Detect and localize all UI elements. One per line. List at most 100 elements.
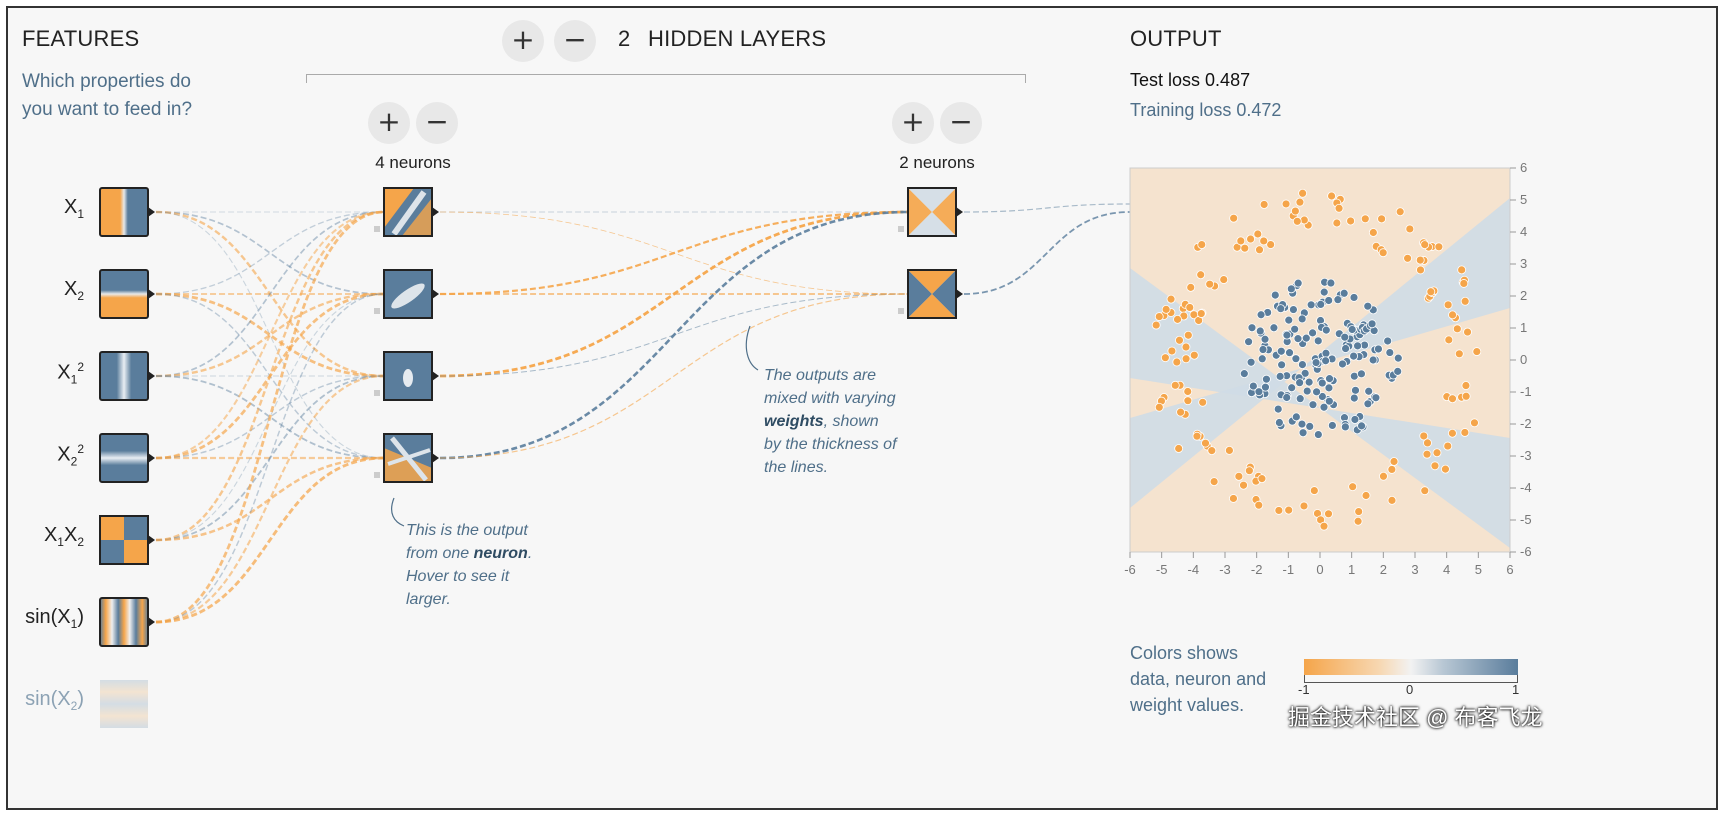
data-point-orange	[1368, 228, 1378, 237]
weight-connection[interactable]	[155, 293, 385, 541]
layer1-neuron-2[interactable]	[374, 269, 439, 319]
data-point-blue	[1363, 301, 1373, 311]
weight-connection[interactable]	[439, 210, 909, 460]
weight-connection[interactable]	[963, 211, 1131, 295]
data-point-orange	[1472, 347, 1482, 356]
x-axis-tick-label: -1	[1283, 562, 1295, 577]
data-point-blue	[1255, 326, 1265, 336]
data-point-orange	[1151, 320, 1161, 330]
y-axis-tick-label: -6	[1520, 544, 1532, 559]
feature-x1-thumbnail[interactable]	[99, 187, 149, 237]
layer2-neuron-2[interactable]	[898, 269, 963, 319]
data-point-blue	[1293, 278, 1303, 288]
weight-connection[interactable]	[155, 211, 385, 295]
x-axis-tick-label: -6	[1124, 562, 1136, 577]
layer1-remove-neuron-button[interactable]: −	[416, 102, 458, 144]
y-axis-tick-label: 3	[1520, 256, 1527, 271]
feature-sin-x2-thumbnail[interactable]	[100, 680, 148, 728]
feature-label-x1x2: X1X2	[43, 524, 84, 549]
weight-connection[interactable]	[155, 210, 385, 542]
data-point-blue	[1324, 396, 1334, 406]
y-axis-tick-label: -2	[1520, 416, 1532, 431]
weight-connection[interactable]	[155, 211, 385, 295]
data-point-blue	[1357, 369, 1366, 379]
layer1-neuron-4[interactable]	[374, 433, 439, 483]
data-point-blue	[1347, 325, 1357, 334]
data-point-orange	[1460, 296, 1470, 306]
weight-connection[interactable]	[155, 375, 385, 459]
weight-connection[interactable]	[155, 292, 385, 378]
data-point-blue	[1339, 288, 1349, 298]
layer2-neuron-1[interactable]	[898, 187, 963, 237]
data-point-orange	[1415, 255, 1425, 265]
weight-connection[interactable]	[155, 375, 385, 459]
data-point-orange	[1389, 457, 1399, 466]
data-point-blue	[1393, 353, 1403, 363]
data-point-blue	[1274, 418, 1284, 427]
data-point-blue	[1324, 296, 1334, 305]
weight-connection[interactable]	[963, 203, 1131, 213]
weight-connection[interactable]	[155, 456, 385, 542]
legend-max-label: 1	[1512, 682, 1520, 697]
data-point-blue	[1284, 315, 1294, 325]
y-axis-tick-label: 1	[1520, 320, 1527, 335]
data-point-blue	[1275, 371, 1285, 381]
data-point-orange	[1295, 197, 1305, 207]
data-point-blue	[1244, 337, 1254, 347]
data-point-blue	[1300, 368, 1310, 378]
data-point-blue	[1327, 421, 1337, 430]
data-point-orange	[1173, 314, 1182, 324]
weight-connection[interactable]	[155, 293, 385, 623]
data-point-orange	[1292, 216, 1302, 226]
weight-connection[interactable]	[439, 210, 909, 378]
feature-x2-thumbnail[interactable]	[99, 269, 149, 319]
remove-layer-button[interactable]: −	[554, 20, 596, 62]
data-point-blue	[1297, 314, 1307, 324]
weight-connection[interactable]	[155, 292, 385, 378]
add-layer-button[interactable]: +	[502, 20, 544, 62]
weight-connection[interactable]	[155, 456, 385, 624]
output-plot[interactable]	[1129, 167, 1511, 553]
weight-connection[interactable]	[155, 211, 385, 377]
data-point-blue	[1308, 328, 1317, 338]
weight-connection[interactable]	[155, 210, 385, 460]
data-point-blue	[1349, 351, 1359, 361]
weight-connection[interactable]	[155, 211, 385, 459]
data-point-orange	[1205, 279, 1215, 289]
layer2-add-neuron-button[interactable]: +	[892, 102, 934, 144]
data-point-blue	[1368, 355, 1378, 365]
data-point-blue	[1316, 300, 1326, 309]
data-point-orange	[1361, 491, 1371, 500]
weight-connection[interactable]	[439, 210, 909, 296]
data-point-blue	[1364, 386, 1374, 396]
data-point-orange	[1346, 216, 1356, 226]
data-point-orange	[1160, 353, 1170, 363]
data-point-orange	[1274, 506, 1284, 515]
layer2-remove-neuron-button[interactable]: −	[940, 102, 982, 144]
data-point-blue	[1286, 284, 1296, 294]
feature-x1-squared-thumbnail[interactable]	[99, 351, 149, 401]
feature-x1x2-thumbnail[interactable]	[99, 515, 149, 565]
data-point-orange	[1419, 431, 1429, 441]
data-point-orange	[1176, 407, 1186, 417]
data-point-blue	[1371, 393, 1381, 403]
weight-connection[interactable]	[155, 375, 385, 541]
layer1-add-neuron-button[interactable]: +	[368, 102, 410, 144]
data-point-blue	[1260, 334, 1270, 344]
weight-connection[interactable]	[155, 374, 385, 624]
feature-x2-squared-thumbnail[interactable]	[99, 433, 149, 483]
weight-connection[interactable]	[155, 210, 385, 624]
weight-connection[interactable]	[439, 293, 909, 459]
y-axis-tick-label: -4	[1520, 480, 1532, 495]
data-point-orange	[1403, 253, 1412, 263]
layer1-neuron-1[interactable]	[374, 187, 439, 237]
data-point-blue	[1262, 374, 1271, 384]
features-subtitle: Which properties do you want to feed in?	[22, 71, 193, 120]
data-point-orange	[1319, 521, 1329, 531]
data-point-orange	[1378, 248, 1388, 258]
layer1-neuron-3[interactable]	[374, 351, 439, 401]
feature-sin-x1-thumbnail[interactable]	[99, 597, 149, 647]
feature-output-arrow	[148, 535, 155, 545]
data-point-orange	[1219, 275, 1229, 284]
